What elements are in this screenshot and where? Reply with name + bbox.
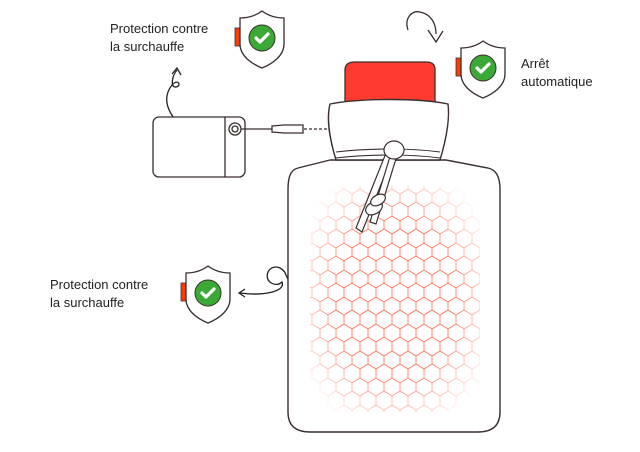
label-line: la surchauffe [110,39,185,54]
label-line: Protection contre [110,21,209,36]
overheat-protection-label-top: Protection contre la surchauffe [110,20,208,56]
hot-water-bottle [287,61,501,433]
shield-check-icon [179,264,232,325]
rotate-arrow-icon [406,11,444,44]
power-bank [152,116,330,178]
label-line: automatique [521,74,593,89]
shield-check-icon [454,39,507,100]
bottle-cap [344,61,436,105]
label-line: Arrêt [521,56,550,71]
shield-check-icon [233,9,286,70]
label-line: Protection contre [50,277,149,292]
overheat-protection-label-left: Protection contre la surchauffe [50,276,148,312]
auto-off-label: Arrêt automatique [521,55,593,91]
label-line: la surchauffe [50,295,125,310]
